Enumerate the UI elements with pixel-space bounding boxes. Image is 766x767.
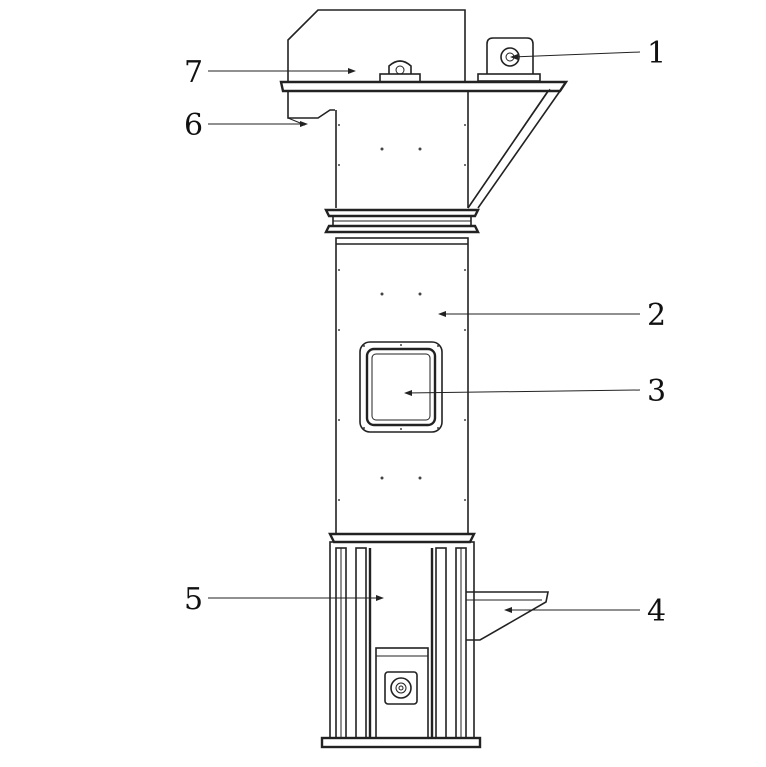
middle-casing	[335, 237, 469, 535]
feed-inlet	[466, 591, 549, 641]
callout-leaders	[208, 51, 641, 613]
callout-3: 3	[647, 374, 666, 409]
flange-joint	[324, 208, 480, 234]
callout-6: 6	[184, 108, 203, 143]
callout-2: 2	[647, 298, 666, 333]
callout-1: 1	[647, 36, 666, 71]
head-section	[279, 9, 569, 209]
inlet-chute	[287, 91, 335, 119]
inspection-window	[359, 341, 443, 433]
drive-bearing	[477, 37, 541, 82]
head-cover	[287, 9, 466, 82]
head-plate	[279, 80, 569, 93]
leader-5	[208, 595, 384, 601]
callout-7: 7	[184, 55, 203, 90]
leader-6	[208, 121, 308, 127]
cover-bearing	[379, 60, 421, 83]
leader-2	[438, 311, 640, 317]
boot-section	[320, 541, 482, 749]
upper-casing	[335, 91, 469, 208]
callout-5: 5	[184, 582, 203, 617]
leader-3	[404, 389, 641, 396]
leader-7	[208, 68, 356, 74]
callout-numbers: 1 2 3 4 5 6 7	[184, 36, 666, 629]
callout-4: 4	[647, 594, 666, 629]
leader-1	[510, 51, 641, 60]
tail-bearing	[384, 671, 418, 705]
lower-flange	[328, 532, 476, 544]
leader-4	[504, 607, 640, 613]
discharge-spout	[467, 90, 562, 209]
